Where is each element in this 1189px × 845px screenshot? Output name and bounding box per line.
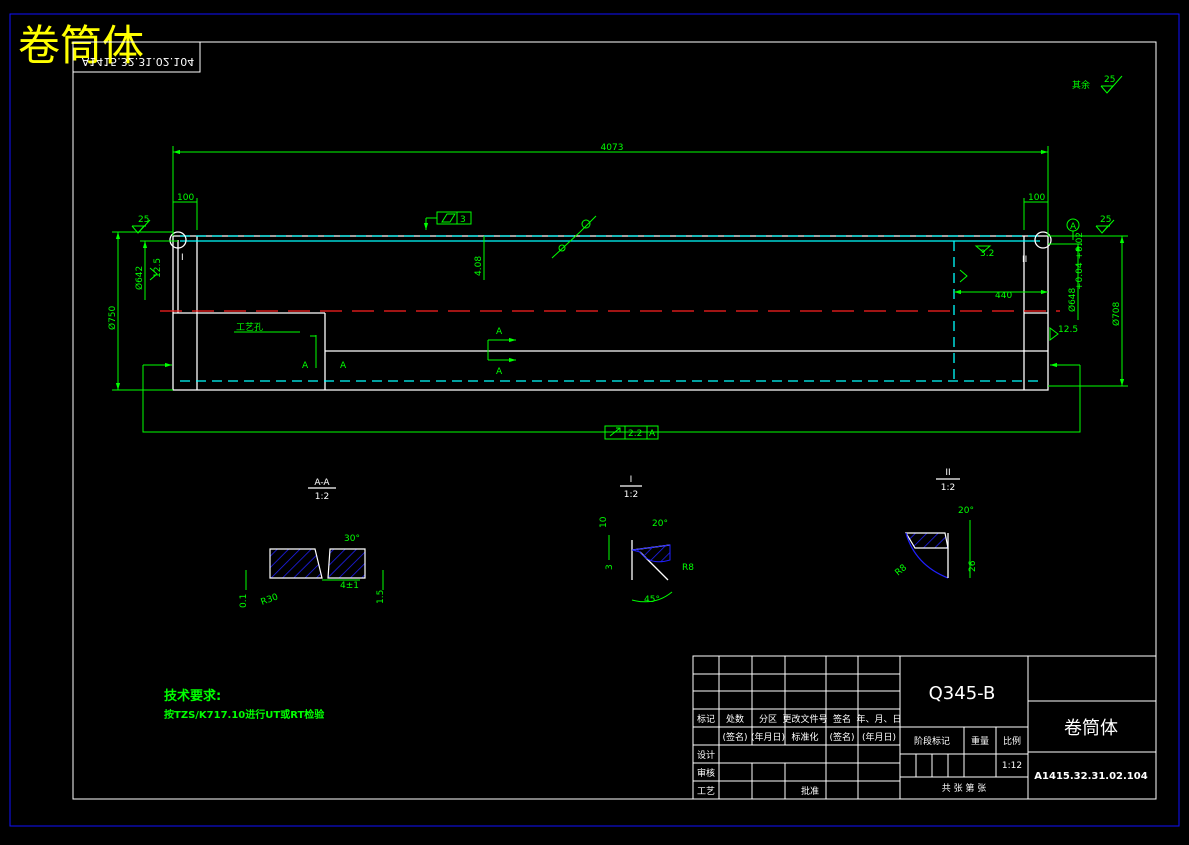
tb-sign-4: (年月日) <box>862 731 896 743</box>
aa-dim-15: 1.5 <box>376 590 386 604</box>
i-dim-3: 3 <box>605 564 615 570</box>
tb-row-label-5: 年、月、日 <box>856 713 901 725</box>
tb-sign-3: (签名) <box>829 731 854 743</box>
detail-II: II 1:2 20° R8 26 <box>894 468 978 579</box>
datum-A: A <box>1070 222 1077 232</box>
rough-left-icon <box>131 219 151 234</box>
tb-weight: 重量 <box>971 735 989 747</box>
tb-left-label-2: 工艺 <box>697 786 715 797</box>
dia-648-tol: +0.04 +0.02 <box>1075 232 1085 290</box>
section-A-bottom: A <box>496 367 503 377</box>
ii-dim-26: 26 <box>968 560 978 572</box>
runout-frame <box>604 425 659 440</box>
tb-sign-1: (年月日) <box>751 731 785 743</box>
roughness-note-label: 其余 <box>1072 79 1090 91</box>
detail-I-scale: 1:2 <box>624 490 638 500</box>
rough-left: 25 <box>138 215 149 225</box>
rough-right: 25 <box>1100 215 1111 225</box>
tb-scale: 1:12 <box>1002 761 1022 771</box>
dim-thickness: 4.08 <box>474 256 484 276</box>
cylindricity-value: 3 <box>460 215 466 225</box>
tb-row-label-2: 分区 <box>759 714 777 725</box>
rough-inner-left-icon <box>149 267 158 281</box>
detail-I-circle <box>169 231 187 249</box>
detail-I-title: I <box>630 475 633 485</box>
tb-ratio: 比例 <box>1003 735 1021 747</box>
tb-row-label-0: 标记 <box>697 713 715 725</box>
callout-II: II <box>1022 255 1027 265</box>
aa-dim-4pm1: 4±1 <box>340 581 359 591</box>
tech-req-line1: 按TZS/K717.10进行UT或RT检验 <box>164 708 325 721</box>
rough-inner-right: 3.2 <box>980 249 994 259</box>
tb-approve: 批准 <box>801 785 819 797</box>
detail-A-A-scale: 1:2 <box>315 492 329 502</box>
tb-row-label-1: 处数 <box>726 713 744 725</box>
dia-648: Ø648 <box>1067 287 1078 312</box>
aa-dim-30deg: 30° <box>344 534 360 544</box>
rough-inner-right-icon <box>959 269 968 283</box>
ii-dim-20deg: 20° <box>958 506 974 516</box>
section-A-left1: A <box>302 361 309 371</box>
runout-icon <box>609 427 621 437</box>
i-dim-10: 10 <box>599 516 609 528</box>
detail-II-title: II <box>945 468 950 478</box>
dia-750: Ø750 <box>107 305 118 330</box>
hatch-left <box>269 548 323 579</box>
tb-row-label-4: 签名 <box>833 713 851 725</box>
dim-right-100: 100 <box>1028 193 1045 203</box>
aa-dim-01: 0.1 <box>239 594 249 608</box>
detail-II-scale: 1:2 <box>941 483 955 493</box>
section-A-left2: A <box>340 361 347 371</box>
dim-left-100: 100 <box>177 193 194 203</box>
mirrored-code-box <box>72 41 201 73</box>
tb-material: Q345-B <box>929 683 996 704</box>
roughness-note-value: 25 <box>1104 75 1115 85</box>
rough-inner-left: 12.5 <box>153 258 163 278</box>
tb-drawing-number: A1415.32.31.02.104 <box>1034 771 1147 782</box>
detail-II-circle <box>1034 231 1052 249</box>
i-dim-r8: R8 <box>682 563 694 573</box>
detail-A-A-title: A-A <box>314 478 330 488</box>
tb-stage-mark: 阶段标记 <box>914 735 950 747</box>
mirrored-code: A1415.32.31.02.104 <box>82 55 195 68</box>
rough-end-icon <box>1049 327 1059 341</box>
cylindricity-icon <box>441 213 456 223</box>
tb-sheets: 共 张 第 张 <box>942 782 987 794</box>
tb-left-label-1: 审核 <box>697 767 715 779</box>
dim-440: 440 <box>995 291 1012 301</box>
title-block: Q345-B 卷筒体 A1415.32.31.02.104 1:12 标记 处数… <box>692 655 1157 800</box>
weld-circle-icon <box>581 219 591 229</box>
ii-dim-r8: R8 <box>894 563 910 579</box>
hatch-right <box>327 548 366 579</box>
detail-I: I 1:2 20° 10 3 R8 45° <box>599 475 694 605</box>
big-title: 卷筒体 <box>18 21 144 70</box>
weld-leader <box>551 215 597 259</box>
runout-value: 2.2 <box>628 429 642 439</box>
i-dim-45deg: 45° <box>644 595 660 605</box>
main-view: I II 4073 100 100 3 4.08 25 25 <box>107 143 1128 440</box>
runout-datum: A <box>649 429 656 439</box>
tech-req-title: 技术要求: <box>164 688 221 704</box>
tb-part-name: 卷筒体 <box>1064 718 1118 739</box>
roughness-symbol-icon <box>1100 75 1123 94</box>
tb-sign-0: (签名) <box>722 731 747 743</box>
inner-border <box>72 41 1157 800</box>
i-dim-20deg: 20° <box>652 519 668 529</box>
rough-right-icon <box>1095 219 1115 234</box>
dim-length: 4073 <box>601 143 624 153</box>
section-A-top: A <box>496 327 503 337</box>
process-hole-label: 工艺孔 <box>236 322 263 333</box>
dia-642: Ø642 <box>134 266 145 290</box>
detail-A-A: A-A 1:2 30° R30 4±1 0.1 1.5 <box>239 478 386 608</box>
dia-708: Ø708 <box>1111 301 1122 326</box>
tb-row-label-3: 更改文件号 <box>782 713 827 725</box>
callout-I: I <box>181 253 184 263</box>
aa-dim-r30: R30 <box>260 592 280 608</box>
tb-sign-2: 标准化 <box>791 731 818 743</box>
tb-left-label-0: 设计 <box>697 749 715 761</box>
outer-border <box>9 13 1180 827</box>
rough-end: 12.5 <box>1058 325 1078 335</box>
